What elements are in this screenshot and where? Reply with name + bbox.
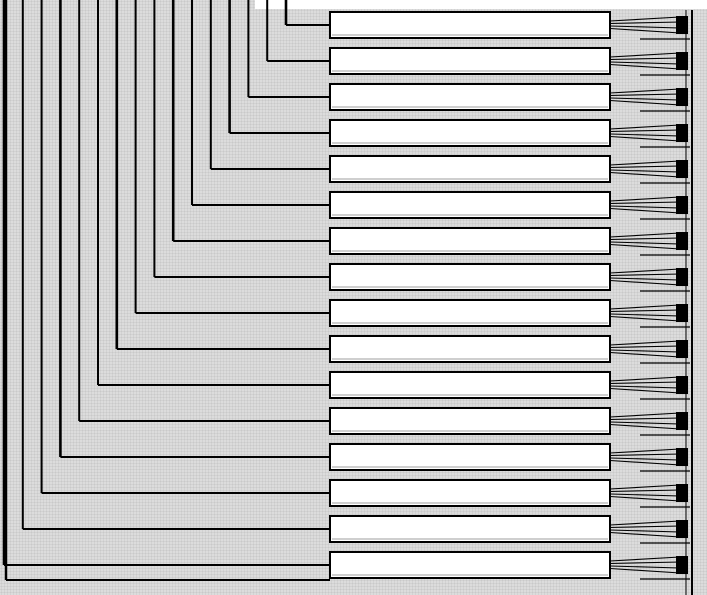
connector-box-2	[329, 47, 611, 75]
lead-wire-5-2	[609, 165, 681, 169]
lead-wire-8-4	[609, 279, 681, 286]
lead-wire-6-2	[609, 201, 681, 205]
connector-box-16	[329, 551, 611, 579]
lead-wire-14-1	[609, 484, 681, 490]
lead-wire-13-1	[609, 448, 681, 454]
lead-wire-13-4	[609, 459, 681, 466]
connector-box-4	[329, 119, 611, 147]
lead-wire-3-2	[609, 93, 681, 97]
terminal-block-3	[676, 88, 688, 106]
lead-wire-8-2	[609, 273, 681, 277]
terminal-block-12	[676, 412, 688, 430]
connector-box-1	[329, 11, 611, 39]
lead-wire-9-1	[609, 304, 681, 310]
terminal-block-9	[676, 304, 688, 322]
terminal-block-16	[676, 556, 688, 574]
lead-wire-16-2	[609, 561, 681, 565]
lead-wire-7-1	[609, 232, 681, 238]
terminal-block-13	[676, 448, 688, 466]
connector-box-7	[329, 227, 611, 255]
lead-wire-12-2	[609, 417, 681, 421]
terminal-block-8	[676, 268, 688, 286]
lead-wire-3-3	[609, 97, 681, 101]
lead-wire-9-2	[609, 309, 681, 313]
lead-wire-7-3	[609, 241, 681, 245]
lead-wire-5-3	[609, 169, 681, 173]
connector-box-15	[329, 515, 611, 543]
lead-wire-4-4	[609, 135, 681, 142]
lead-wire-4-1	[609, 124, 681, 130]
lead-wire-10-3	[609, 349, 681, 353]
lead-wire-8-3	[609, 277, 681, 281]
lead-wire-6-3	[609, 205, 681, 209]
lead-wire-16-1	[609, 556, 681, 562]
lead-wire-14-2	[609, 489, 681, 493]
terminal-block-15	[676, 520, 688, 538]
lead-wire-3-4	[609, 99, 681, 106]
lead-wire-7-4	[609, 243, 681, 250]
lead-wire-2-1	[609, 52, 681, 58]
connector-box-13	[329, 443, 611, 471]
lead-wire-12-4	[609, 423, 681, 430]
lead-wire-7-2	[609, 237, 681, 241]
connector-box-6	[329, 191, 611, 219]
terminal-block-6	[676, 196, 688, 214]
lead-wire-16-4	[609, 567, 681, 574]
connector-box-12	[329, 407, 611, 435]
lead-wire-4-3	[609, 133, 681, 137]
lead-wire-13-2	[609, 453, 681, 457]
connector-box-10	[329, 335, 611, 363]
terminal-block-2	[676, 52, 688, 70]
lead-wire-3-1	[609, 88, 681, 94]
lead-wire-2-4	[609, 63, 681, 70]
lead-wire-11-3	[609, 385, 681, 389]
terminal-block-1	[676, 16, 688, 34]
lead-wire-1-4	[609, 27, 681, 34]
connector-box-8	[329, 263, 611, 291]
lead-wire-10-2	[609, 345, 681, 349]
lead-wire-15-4	[609, 531, 681, 538]
lead-wire-8-1	[609, 268, 681, 274]
lead-wire-1-3	[609, 25, 681, 29]
lead-wire-10-1	[609, 340, 681, 346]
lead-wire-12-3	[609, 421, 681, 425]
lead-wire-14-4	[609, 495, 681, 502]
lead-wire-5-4	[609, 171, 681, 178]
lead-wire-11-2	[609, 381, 681, 385]
lead-wire-5-1	[609, 160, 681, 166]
lead-wire-12-1	[609, 412, 681, 418]
lead-wire-15-2	[609, 525, 681, 529]
terminal-block-4	[676, 124, 688, 142]
connector-box-5	[329, 155, 611, 183]
lead-wire-2-3	[609, 61, 681, 65]
terminal-block-14	[676, 484, 688, 502]
terminal-block-11	[676, 376, 688, 394]
connector-box-3	[329, 83, 611, 111]
lead-wire-15-3	[609, 529, 681, 533]
lead-wire-9-3	[609, 313, 681, 317]
lead-wire-1-2	[609, 21, 681, 25]
connector-box-9	[329, 299, 611, 327]
lead-wire-11-4	[609, 387, 681, 394]
terminal-block-10	[676, 340, 688, 358]
lead-wire-16-3	[609, 565, 681, 569]
blank-corner-panel	[255, 0, 707, 9]
lead-wire-1-1	[609, 16, 681, 22]
terminal-block-7	[676, 232, 688, 250]
connector-box-11	[329, 371, 611, 399]
lead-wire-6-4	[609, 207, 681, 214]
terminal-block-5	[676, 160, 688, 178]
lead-wire-15-1	[609, 520, 681, 526]
lead-wire-2-2	[609, 57, 681, 61]
lead-wire-10-4	[609, 351, 681, 358]
lead-wire-9-4	[609, 315, 681, 322]
lead-wire-13-3	[609, 457, 681, 461]
lead-wire-6-1	[609, 196, 681, 202]
lead-wire-11-1	[609, 376, 681, 382]
lead-wire-14-3	[609, 493, 681, 497]
lead-wire-4-2	[609, 129, 681, 133]
connector-box-14	[329, 479, 611, 507]
